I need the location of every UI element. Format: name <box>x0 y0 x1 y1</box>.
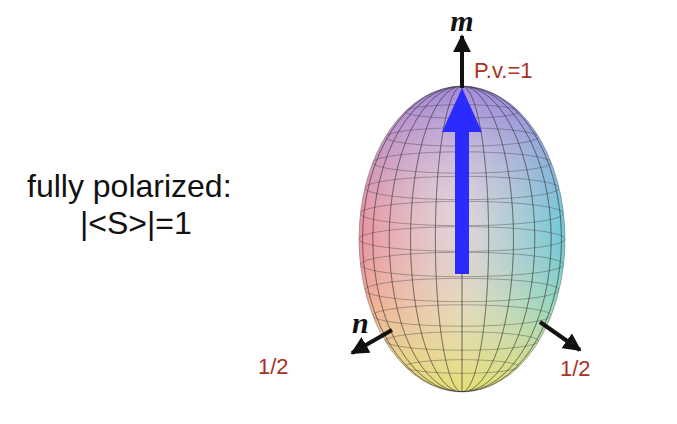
latitude-line <box>373 305 551 326</box>
caption-formula: |<S>|=1 <box>80 207 192 239</box>
axis-label: n <box>352 308 369 338</box>
meridian-line <box>373 86 551 392</box>
value-label: P.v.=1 <box>474 60 533 82</box>
m-axis-arrow <box>460 36 464 88</box>
meridian-line <box>411 86 514 392</box>
value-label: 1/2 <box>258 356 289 378</box>
meridian-line <box>363 86 562 392</box>
axis-label: m <box>450 6 473 36</box>
meridian-line <box>363 86 562 392</box>
spin-arrow-shaft <box>455 128 469 274</box>
meridian-line <box>411 86 514 392</box>
caption-text: fully polarized: <box>27 170 232 202</box>
value-label: 1/2 <box>560 358 591 380</box>
ellipsoid-light <box>359 86 565 392</box>
ellipsoid-outline <box>359 86 565 392</box>
meridian-line <box>389 86 535 392</box>
third-axis-arrow <box>540 322 580 350</box>
meridian-line <box>435 86 488 392</box>
meridian-line <box>435 86 488 392</box>
ellipsoid-body <box>359 86 565 392</box>
ellipsoid-shade <box>359 86 565 392</box>
meridian-line <box>389 86 535 392</box>
latitude-line <box>385 332 539 350</box>
spin-arrow-head <box>442 88 482 132</box>
meridian-line <box>373 86 551 392</box>
latitude-line <box>365 278 559 301</box>
ellipsoid-grid <box>359 86 565 392</box>
